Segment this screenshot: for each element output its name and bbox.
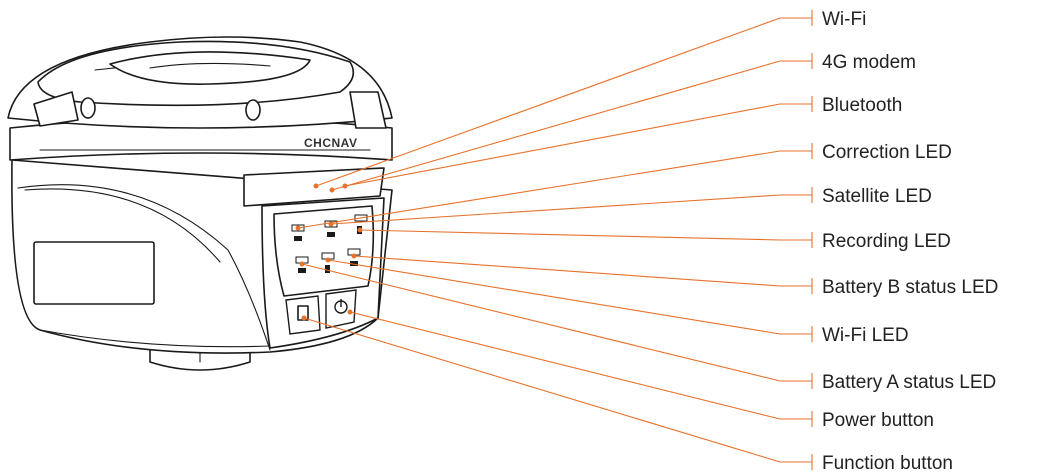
anchor-wifi: [314, 184, 319, 189]
anchor-wifi-led: [326, 258, 331, 263]
label-power-button: Power button: [822, 410, 934, 431]
leader-battery-b-status-led: [354, 256, 812, 286]
label-4g-modem: 4G modem: [822, 52, 916, 73]
label-correction-led: Correction LED: [822, 142, 952, 163]
satellite-icon: [327, 232, 335, 237]
leader-function-button: [304, 318, 812, 462]
anchor-battery-a-status-led: [300, 262, 305, 267]
label-satellite-led: Satellite LED: [822, 186, 932, 207]
callout-labels: Wi-Fi 4G modem Bluetooth Correction LED …: [822, 9, 998, 474]
label-bluetooth: Bluetooth: [822, 95, 902, 116]
leader-wifi: [316, 18, 812, 186]
anchor-battery-b-status-led: [352, 254, 357, 259]
label-recording-led: Recording LED: [822, 231, 951, 252]
anchor-bluetooth: [343, 184, 348, 189]
leader-bluetooth: [345, 104, 812, 186]
anchor-4g-modem: [330, 188, 335, 193]
label-function-button: Function button: [822, 453, 953, 474]
label-wifi-led: Wi-Fi LED: [822, 325, 909, 346]
battery-a-icon: [298, 268, 306, 273]
label-battery-a-status-led: Battery A status LED: [822, 372, 996, 393]
gnss-receiver-device: CHCNAV: [8, 37, 392, 370]
power-button-shape[interactable]: [326, 290, 356, 328]
wifi-led-icon: [325, 265, 330, 273]
leader-recording-led: [360, 230, 812, 240]
brand-logo: CHCNAV: [304, 136, 357, 150]
anchor-function-button: [302, 316, 307, 321]
anchor-correction-led: [296, 226, 301, 231]
anchor-recording-led: [358, 228, 363, 233]
label-battery-b-status-led: Battery B status LED: [822, 277, 998, 298]
leader-satellite-led: [331, 195, 812, 224]
anchor-satellite-led: [329, 222, 334, 227]
correction-icon: [294, 236, 302, 241]
leader-4g-modem: [332, 61, 812, 190]
label-wifi: Wi-Fi: [822, 9, 866, 30]
anchor-power-button: [348, 310, 353, 315]
